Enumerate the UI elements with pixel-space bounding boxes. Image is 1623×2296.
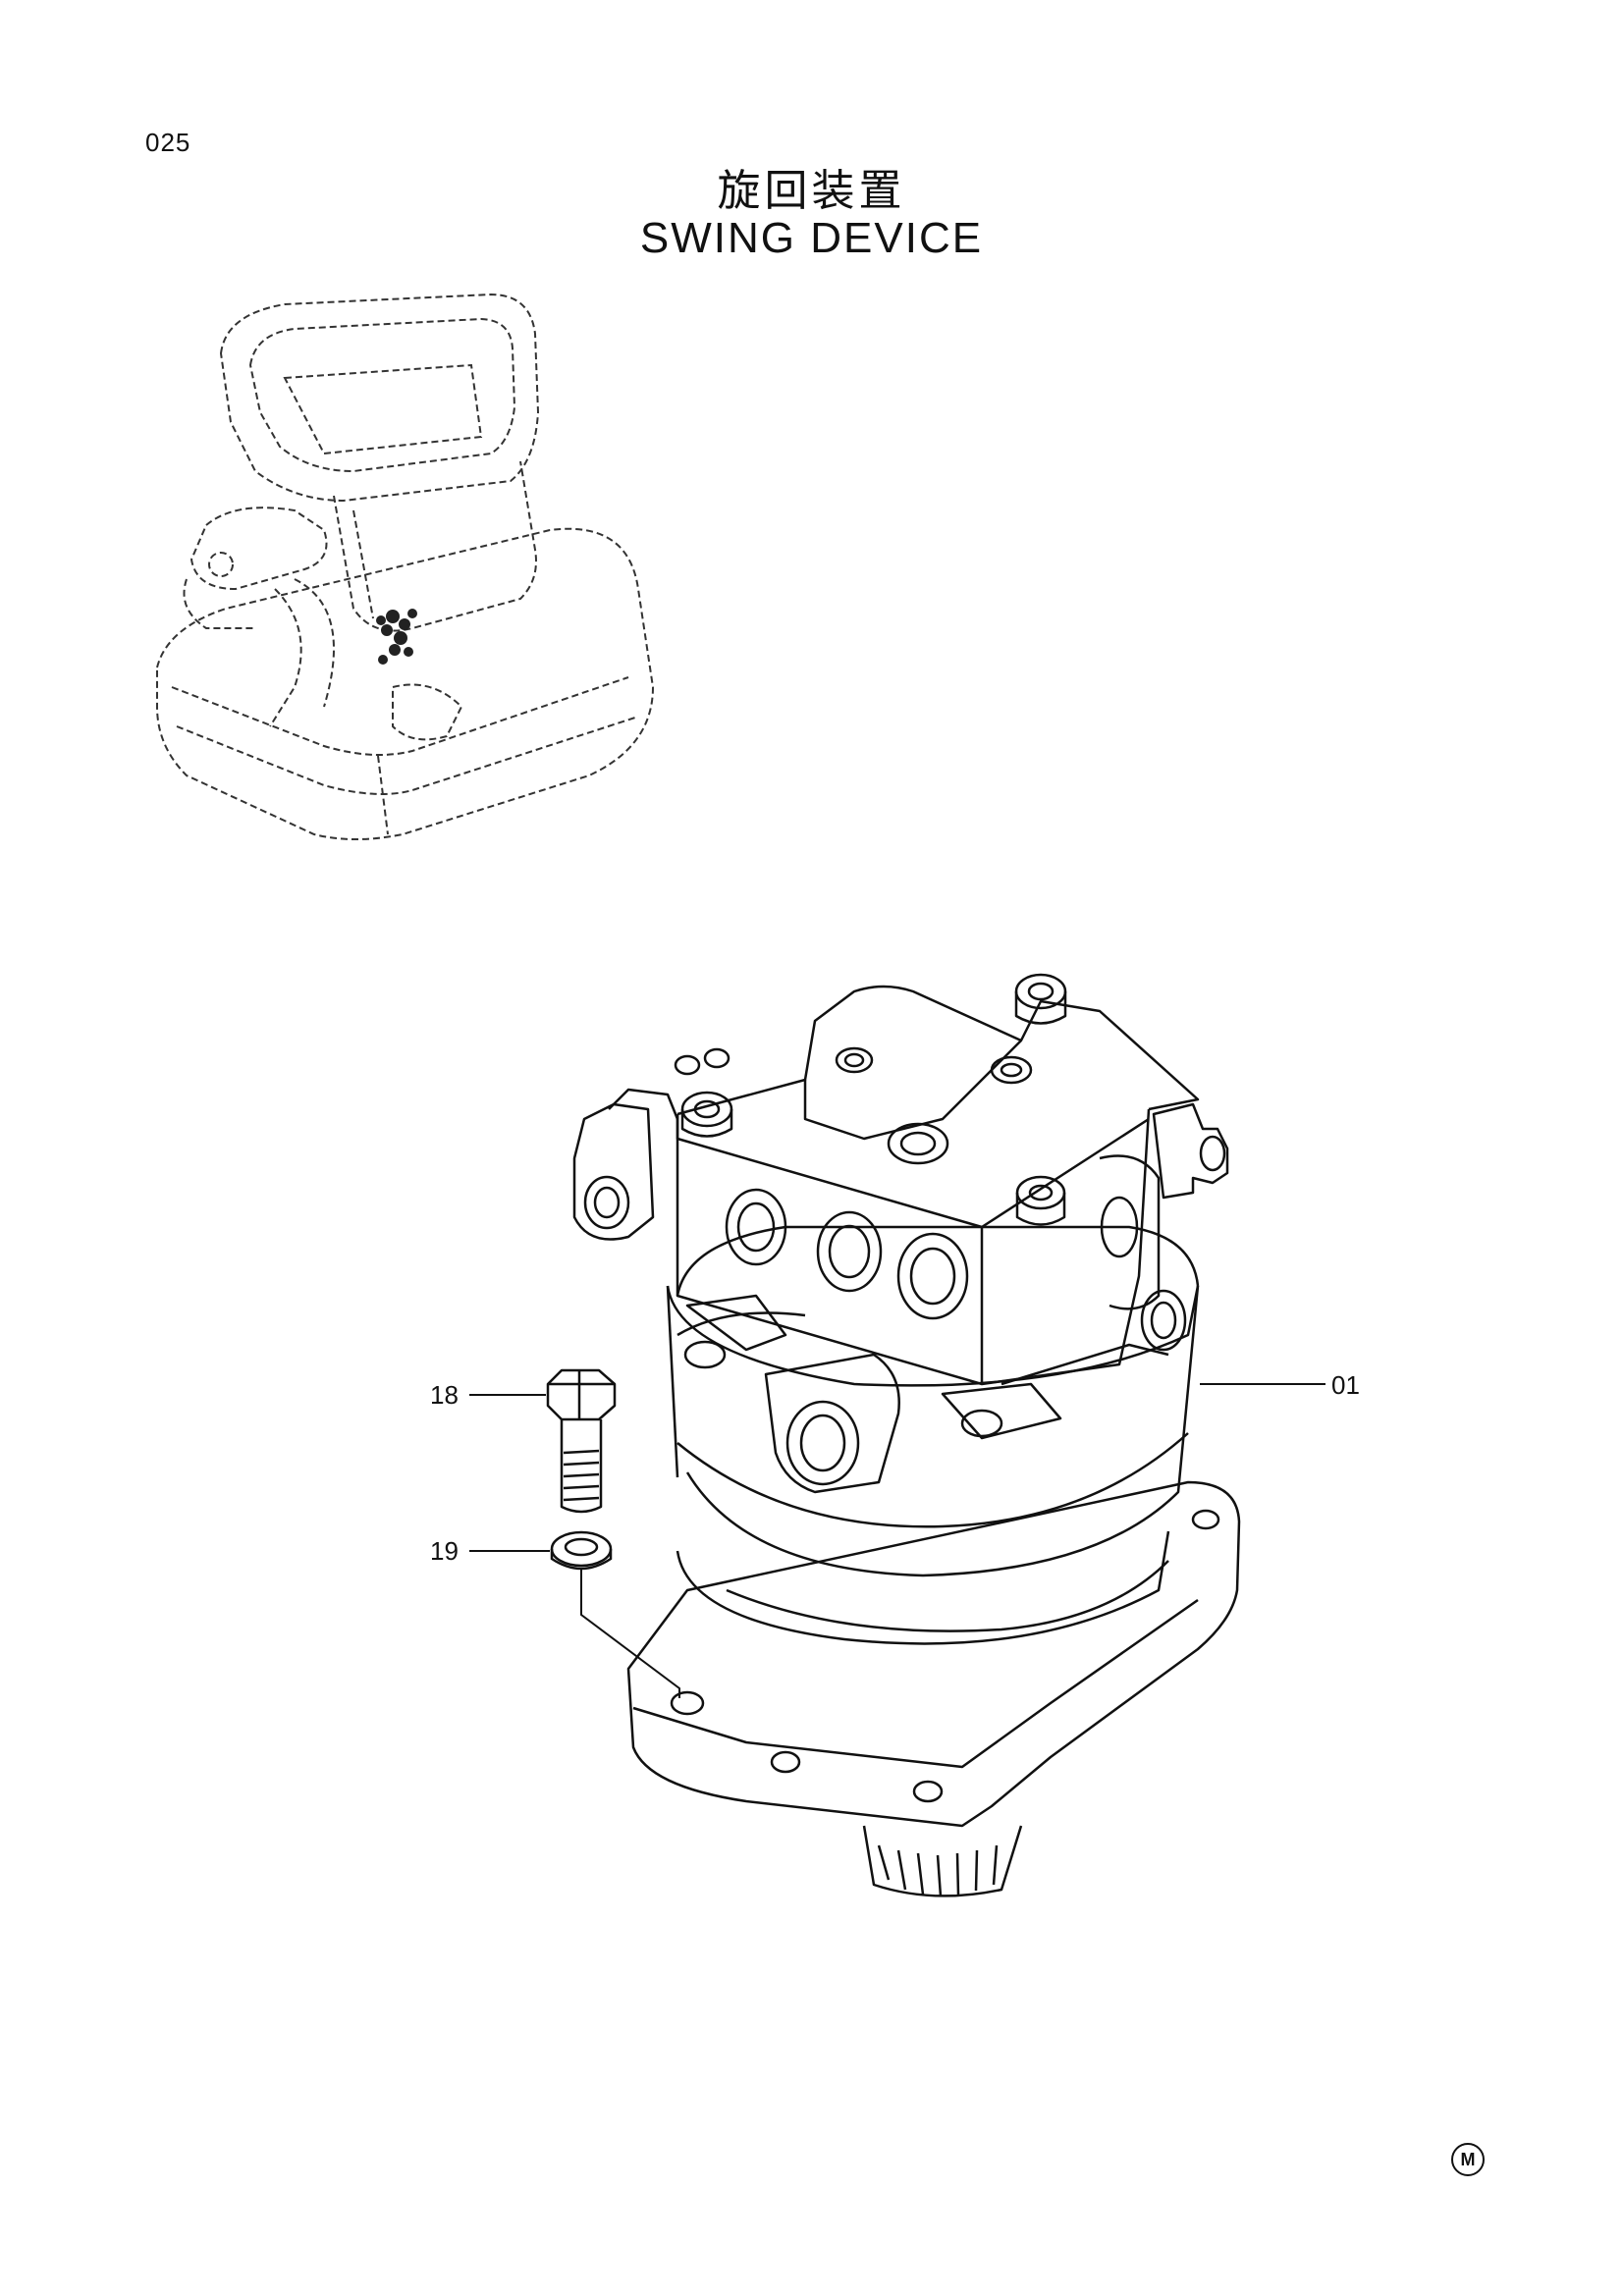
part-18-hex-bolt [546, 1368, 617, 1514]
top-bolts [680, 973, 1067, 1226]
swing-device-assembly [572, 973, 1241, 1897]
excavator-overview [156, 293, 655, 840]
callout-19: 19 [430, 1536, 459, 1566]
page-number: 025 [145, 128, 191, 157]
part-19-washer [550, 1530, 613, 1571]
swing-device-location-marker [376, 609, 417, 665]
leader-lines [469, 1383, 1325, 1698]
circled-m-icon: M [1451, 2143, 1485, 2176]
page-title-english: SWING DEVICE [639, 214, 984, 262]
callout-01: 01 [1331, 1370, 1360, 1400]
callout-18: 18 [430, 1380, 459, 1410]
page-title-japanese: 旋回装置 [717, 166, 906, 216]
